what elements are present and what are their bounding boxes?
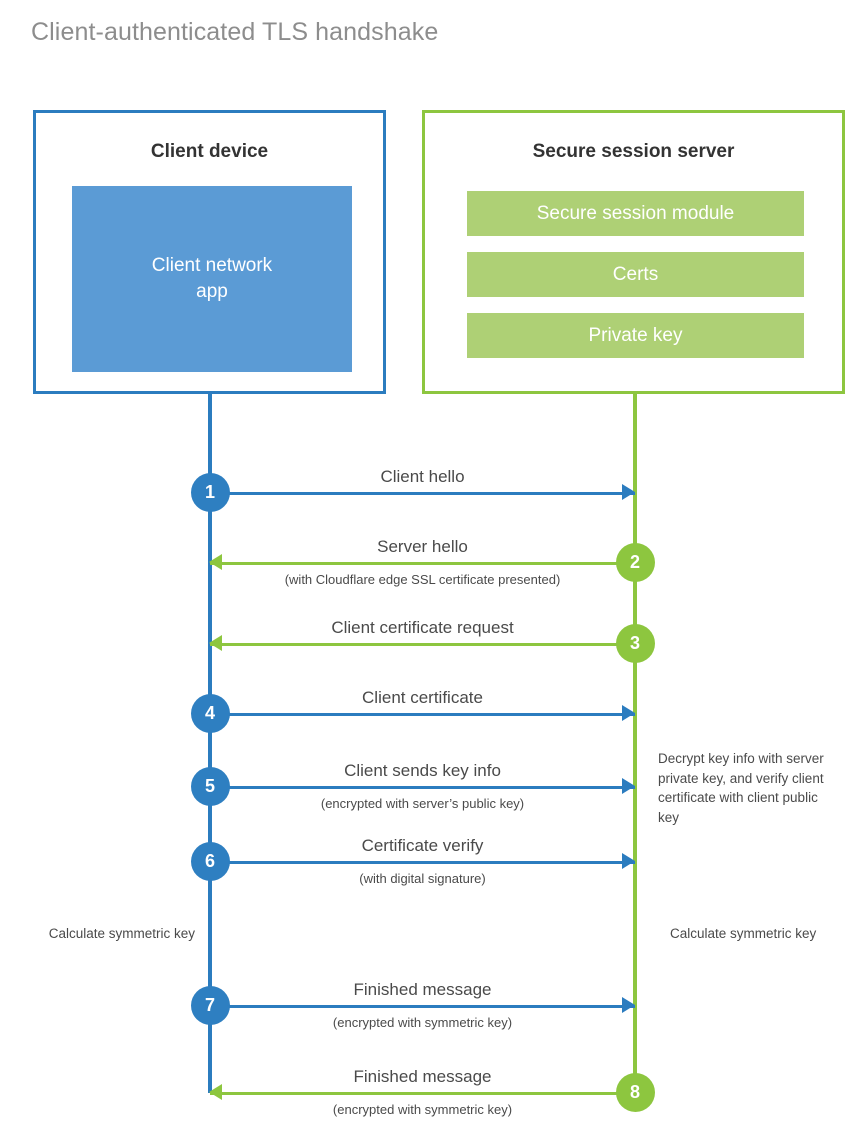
message-label-3: Client certificate request: [331, 618, 514, 637]
message-label-2: Server hello: [377, 537, 468, 556]
step-circle-3[interactable]: 3: [615, 624, 655, 663]
client-network-app-label: Client network app: [151, 255, 273, 302]
step-circle-6[interactable]: 6: [190, 842, 230, 881]
note-calculate-symmetric-key-client: Calculate symmetric key: [48, 926, 195, 941]
client-network-app-block: Client network app: [72, 186, 352, 372]
message-label-8: Finished message: [353, 1067, 492, 1086]
note-decrypt-key-info: Decrypt key info with server private key…: [658, 751, 824, 825]
arrow-head-6: [622, 853, 635, 869]
step-circle-5[interactable]: 5: [190, 767, 230, 806]
message-label-7: Finished message: [353, 980, 492, 999]
message-sublabel-5: (encrypted with server’s public key): [320, 796, 525, 811]
page-title: Client-authenticated TLS handshake: [31, 18, 439, 46]
message-sublabel-8: (encrypted with symmetric key): [332, 1102, 513, 1117]
message-arrow-1: [210, 492, 635, 495]
message-sublabel-2: (with Cloudflare edge SSL certificate pr…: [284, 572, 561, 587]
client-device-title: Client device: [150, 141, 269, 162]
client-lifeline: [208, 393, 212, 1093]
message-arrow-3: [210, 643, 635, 646]
message-arrow-5: [210, 786, 635, 789]
note-calculate-symmetric-key-server: Calculate symmetric key: [670, 926, 817, 941]
step-circle-7[interactable]: 7: [190, 986, 230, 1025]
message-sublabel-6: (with digital signature): [359, 871, 486, 886]
arrow-head-3: [209, 635, 222, 651]
arrow-head-1: [622, 484, 635, 500]
arrow-head-8: [209, 1084, 222, 1100]
message-arrow-6: [210, 861, 635, 864]
message-arrow-7: [210, 1005, 635, 1008]
step-circle-2[interactable]: 2: [615, 543, 655, 582]
message-arrow-2: [210, 562, 635, 565]
server-module-bar-secure-session-module: Secure session module: [467, 191, 804, 236]
step-circle-4[interactable]: 4: [190, 694, 230, 733]
arrow-head-4: [622, 705, 635, 721]
message-label-5: Client sends key info: [344, 761, 501, 780]
message-sublabel-7: (encrypted with symmetric key): [332, 1015, 513, 1030]
server-module-bar-private-key: Private key: [467, 313, 804, 358]
message-arrow-4: [210, 713, 635, 716]
secure-session-server-box: Secure session server Secure session mod…: [422, 110, 845, 394]
step-circle-8[interactable]: 8: [615, 1073, 655, 1112]
step-circle-1[interactable]: 1: [190, 473, 230, 512]
server-module-bar-certs: Certs: [467, 252, 804, 297]
message-arrow-8: [210, 1092, 635, 1095]
client-device-box: Client device Client network app: [33, 110, 386, 394]
message-label-1: Client hello: [380, 467, 465, 486]
server-lifeline: [633, 393, 637, 1093]
arrow-head-5: [622, 778, 635, 794]
secure-session-server-title: Secure session server: [532, 141, 735, 162]
arrow-head-7: [622, 997, 635, 1013]
message-label-6: Certificate verify: [361, 836, 484, 855]
message-label-4: Client certificate: [362, 688, 483, 707]
arrow-head-2: [209, 554, 222, 570]
